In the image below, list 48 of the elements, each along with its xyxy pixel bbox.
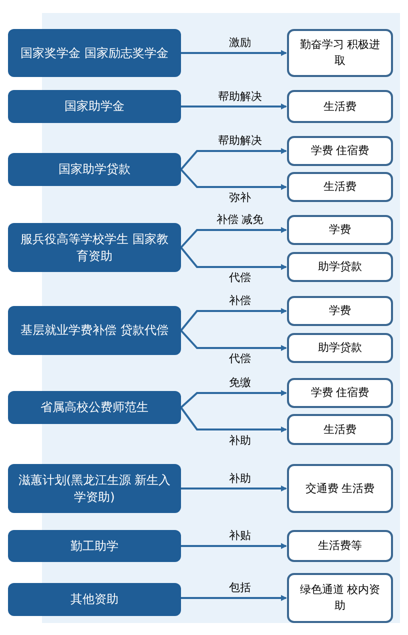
arrow (180, 308, 287, 332)
arrow (181, 104, 287, 110)
result-box: 生活费 (287, 172, 393, 202)
program-box: 服兵役高等学校学生 国家教育资助 (8, 223, 181, 272)
edge-label: 帮助解决 (217, 134, 263, 147)
result-box: 学费 (287, 296, 393, 326)
edge-label: 代偿 (228, 352, 252, 365)
program-box: 省属高校公费师范生 (8, 391, 181, 424)
result-box: 助学贷款 (287, 252, 393, 282)
arrow (181, 486, 287, 492)
edge-label: 帮助解决 (217, 90, 263, 102)
program-box: 其他资助 (8, 583, 181, 616)
program-box: 滋蕙计划(黑龙江生源 新生入学资助) (8, 464, 181, 513)
result-box: 绿色通道 校内资助 (287, 573, 393, 623)
edge-label: 激励 (228, 36, 252, 49)
result-box: 学费 住宿费 (287, 136, 393, 166)
edge-label: 代偿 (228, 271, 252, 284)
edge-label: 包括 (228, 581, 252, 594)
result-box: 勤奋学习 积极进取 (287, 29, 393, 77)
edge-label: 补贴 (228, 529, 252, 542)
arrow (180, 406, 287, 432)
result-box: 生活费 (287, 414, 393, 445)
program-box: 国家助学金 (8, 90, 181, 123)
program-box: 基层就业学费补偿 贷款代偿 (8, 306, 181, 355)
arrow (180, 227, 287, 248)
edge-label: 补偿 减免 (215, 213, 265, 226)
program-box: 勤工助学 (8, 530, 181, 562)
arrow (180, 330, 287, 351)
program-box: 国家助学贷款 (8, 153, 181, 186)
arrow (180, 148, 287, 170)
arrow (180, 390, 287, 408)
result-box: 学费 (287, 215, 393, 245)
arrow (180, 246, 287, 270)
edge-label: 补助 (228, 434, 252, 446)
arrow (181, 50, 287, 56)
arrow (181, 595, 287, 601)
edge-label: 免缴 (228, 376, 252, 389)
arrow (180, 168, 287, 190)
edge-label: 补助 (228, 472, 252, 484)
result-box: 学费 住宿费 (287, 378, 393, 408)
result-box: 生活费 (287, 90, 393, 123)
edge-label: 弥补 (228, 191, 252, 204)
result-box: 生活费等 (287, 530, 393, 562)
arrow (181, 543, 287, 549)
result-box: 交通费 生活费 (287, 464, 393, 513)
program-box: 国家奖学金 国家励志奖学金 (8, 29, 181, 77)
edge-label: 补偿 (228, 294, 252, 307)
result-box: 助学贷款 (287, 333, 393, 363)
